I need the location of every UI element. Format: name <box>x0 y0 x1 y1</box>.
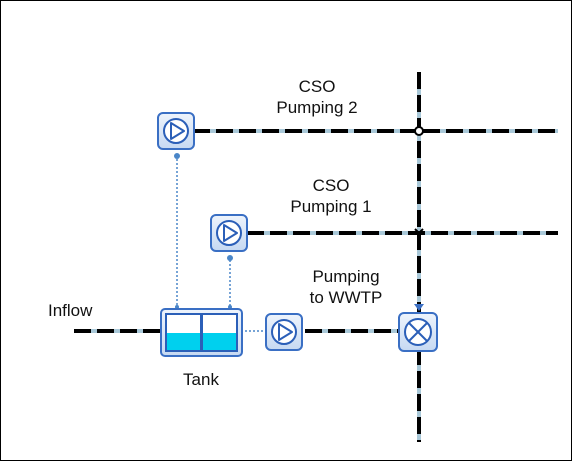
junction-node-top[interactable] <box>414 126 424 136</box>
label-cso-pumping-1: CSO Pumping 1 <box>276 175 386 217</box>
label-cso-pumping-1-line1: CSO <box>312 176 350 195</box>
flow-arrow <box>414 304 424 311</box>
pipe-network <box>74 72 558 442</box>
label-pumping-to-wwtp: Pumping to WWTP <box>291 266 401 308</box>
pump-icon[interactable] <box>157 112 195 150</box>
label-cso-pumping-2-line1: CSO <box>298 77 336 96</box>
label-cso-pumping-1-line2: Pumping 1 <box>290 197 372 216</box>
label-inflow: Inflow <box>48 301 93 320</box>
label-pumping-to-wwtp-line2: to WWTP <box>309 288 383 307</box>
tank-icon[interactable] <box>160 308 243 357</box>
control-links <box>176 155 263 332</box>
pump-icon[interactable] <box>265 313 303 351</box>
junction-node-mid[interactable] <box>414 228 424 235</box>
pipe-to-wwtp <box>305 326 404 336</box>
pump-icon[interactable] <box>210 214 248 252</box>
label-pumping-to-wwtp-line1: Pumping <box>312 267 380 286</box>
label-cso-pumping-2: CSO Pumping 2 <box>262 76 372 118</box>
valve-junction-icon[interactable] <box>398 312 438 352</box>
label-cso-pumping-2-line2: Pumping 2 <box>276 98 358 117</box>
label-tank: Tank <box>183 370 219 389</box>
